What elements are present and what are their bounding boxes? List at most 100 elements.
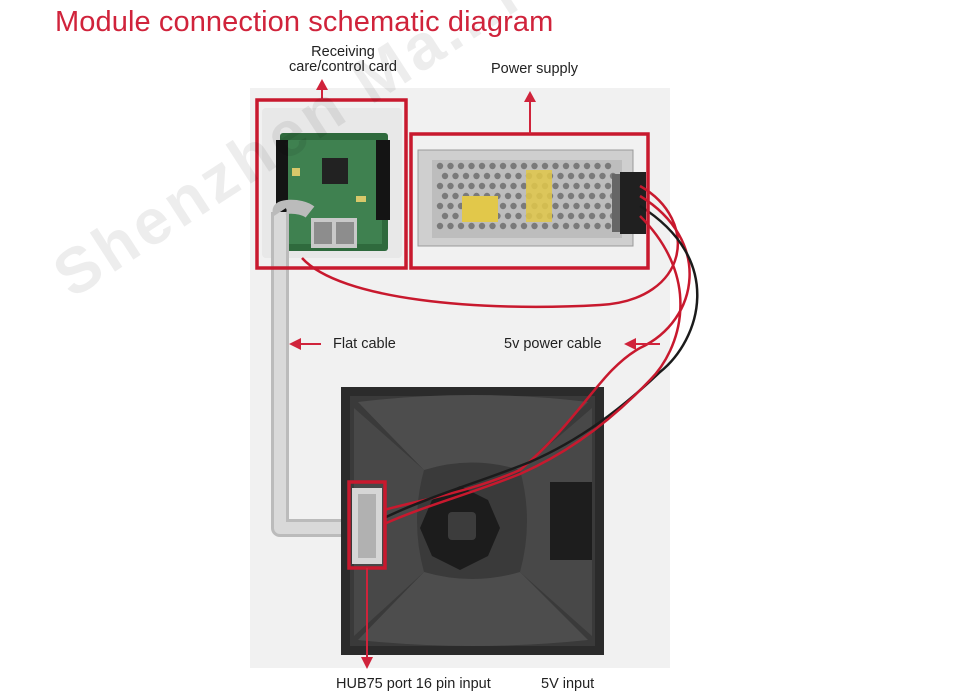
vent-hole [588, 192, 596, 200]
vent-hole [436, 222, 444, 230]
flat-cable-label: Flat cable [333, 336, 396, 352]
vent-hole [447, 182, 454, 190]
vent-hole [489, 182, 496, 190]
vent-hole [557, 192, 564, 200]
vent-hole [468, 182, 475, 190]
vent-hole [441, 192, 449, 200]
vent-hole [478, 162, 486, 170]
vent-hole [604, 222, 612, 230]
vent-hole [520, 162, 528, 170]
vent-hole [541, 222, 549, 230]
vent-hole [573, 222, 580, 230]
vent-hole [499, 222, 507, 230]
vent-hole [604, 182, 612, 190]
vent-hole [594, 202, 601, 210]
vent-hole [567, 192, 575, 200]
power-input-socket [550, 482, 592, 560]
vent-hole [578, 192, 585, 200]
vent-hole [504, 212, 512, 220]
vent-hole [452, 172, 459, 180]
vent-hole [483, 172, 491, 180]
vent-hole [436, 182, 444, 190]
vent-hole [599, 212, 606, 220]
vent-hole [520, 222, 528, 230]
vent-hole [499, 182, 507, 190]
power-cable-label: 5v power cable [504, 336, 602, 352]
five-v-input-label: 5V input [541, 676, 595, 692]
vent-hole [578, 212, 585, 220]
vent-hole [552, 182, 559, 190]
vent-hole [441, 172, 449, 180]
vent-hole [510, 162, 517, 170]
vent-hole [452, 192, 459, 200]
vent-hole [447, 202, 454, 210]
psu-terminals [620, 172, 646, 234]
vent-hole [541, 162, 549, 170]
receiving-card-label: Receiving care/control card [273, 45, 413, 75]
hub75-port-label: HUB75 port 16 pin input [336, 676, 491, 692]
power-supply-label: Power supply [491, 61, 579, 77]
vent-hole [504, 172, 512, 180]
vent-hole [562, 222, 570, 230]
vent-hole [494, 172, 501, 180]
vent-hole [478, 182, 486, 190]
vent-hole [457, 222, 465, 230]
vent-hole [557, 212, 564, 220]
vent-hole [520, 202, 528, 210]
vent-hole [457, 162, 465, 170]
vent-hole [594, 162, 601, 170]
vent-hole [594, 222, 601, 230]
vent-hole [452, 212, 459, 220]
arrow-hub75-port [361, 568, 373, 669]
vent-hole [599, 172, 606, 180]
vent-hole [552, 162, 559, 170]
vent-hole [520, 182, 528, 190]
vent-hole [457, 182, 465, 190]
vent-hole [567, 172, 575, 180]
vent-hole [447, 162, 454, 170]
vent-hole [573, 162, 580, 170]
vent-hole [468, 222, 475, 230]
vent-hole [562, 202, 570, 210]
vent-hole [552, 202, 559, 210]
vent-hole [573, 182, 580, 190]
vent-hole [462, 172, 470, 180]
vent-hole [583, 202, 591, 210]
vent-hole [447, 222, 454, 230]
vent-hole [583, 222, 591, 230]
vent-hole [562, 182, 570, 190]
vent-hole [515, 212, 522, 220]
arrow-receiving-card [316, 79, 328, 100]
vent-hole [599, 192, 606, 200]
vent-hole [436, 162, 444, 170]
receiving-card-label-line1: Receiving [311, 44, 375, 60]
vent-hole [594, 182, 601, 190]
flat-ribbon-cable [271, 199, 352, 537]
vent-hole [499, 202, 507, 210]
vent-hole [531, 162, 538, 170]
vent-hole [489, 162, 496, 170]
vent-hole [478, 222, 486, 230]
vent-hole [441, 212, 449, 220]
connector-right [376, 140, 390, 220]
vent-hole [573, 202, 580, 210]
page-title: Module connection schematic diagram [55, 6, 554, 38]
vent-hole [489, 222, 496, 230]
vent-hole [604, 202, 612, 210]
vent-hole [510, 182, 517, 190]
receiving-card-highlight [255, 98, 408, 270]
vent-hole [588, 172, 596, 180]
vent-hole [583, 162, 591, 170]
power-supply-unit [417, 149, 646, 247]
receiving-card-label-line2: care/control card [289, 59, 397, 75]
psu-warning-label [462, 196, 498, 222]
vent-hole [510, 202, 517, 210]
vent-hole [468, 162, 475, 170]
vent-hole [583, 182, 591, 190]
vent-hole [499, 162, 507, 170]
vent-hole [473, 172, 480, 180]
arrow-flat-cable [289, 338, 321, 350]
vent-hole [510, 222, 517, 230]
vent-hole [515, 192, 522, 200]
